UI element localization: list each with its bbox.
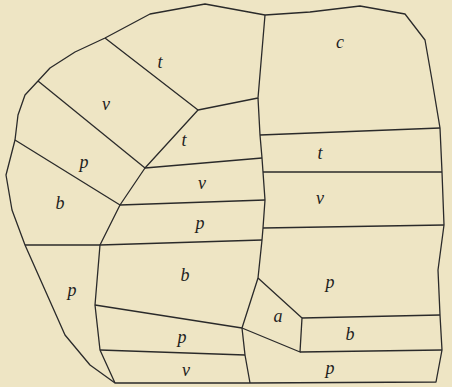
edge-line bbox=[100, 350, 245, 355]
face-label: p bbox=[80, 153, 89, 171]
face-label: a bbox=[274, 307, 283, 325]
edge-line bbox=[263, 225, 444, 228]
face-label: b bbox=[56, 194, 65, 212]
edge-line bbox=[120, 200, 265, 205]
crystal-outline bbox=[6, 4, 444, 383]
face-label: p bbox=[326, 359, 335, 377]
face-label: c bbox=[336, 33, 344, 51]
edge-line bbox=[242, 278, 302, 352]
edge-line bbox=[15, 140, 120, 205]
face-label: v bbox=[316, 189, 324, 207]
edge-line bbox=[95, 305, 242, 328]
edge-line bbox=[302, 315, 440, 318]
edge-line bbox=[105, 15, 265, 110]
edge-line bbox=[260, 128, 440, 135]
face-label: b bbox=[181, 266, 190, 284]
face-label: b bbox=[346, 325, 355, 343]
face-label: p bbox=[196, 214, 205, 232]
face-label: p bbox=[68, 281, 77, 299]
face-label: v bbox=[182, 361, 190, 379]
face-label: t bbox=[181, 131, 186, 149]
face-label: p bbox=[326, 273, 335, 291]
face-label: v bbox=[198, 174, 206, 192]
face-label: t bbox=[157, 53, 162, 71]
face-label: p bbox=[178, 328, 187, 346]
edge-line bbox=[263, 171, 442, 172]
edge-line bbox=[38, 81, 145, 168]
edge-line bbox=[300, 350, 442, 352]
face-label: v bbox=[102, 95, 110, 113]
edge-line bbox=[25, 244, 100, 245]
edge-line bbox=[95, 110, 198, 383]
edge-line bbox=[145, 158, 262, 168]
edge-line bbox=[100, 240, 262, 245]
face-label: t bbox=[317, 144, 322, 162]
